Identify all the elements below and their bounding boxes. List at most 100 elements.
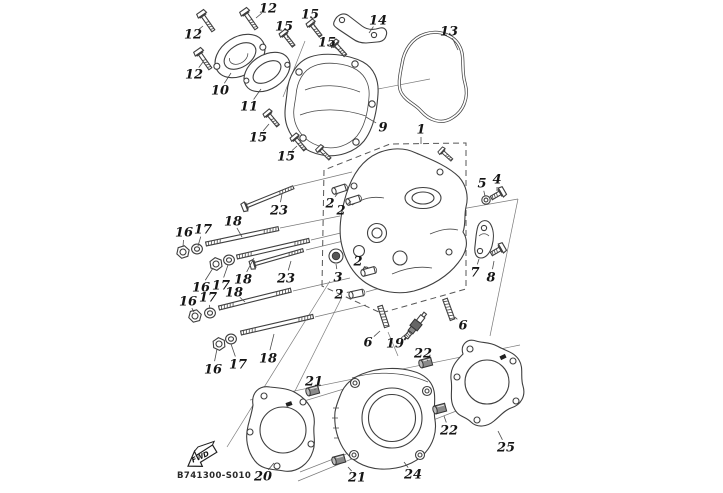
stud-6 — [377, 304, 390, 329]
callout-label-22-40: 22 — [413, 347, 432, 362]
leader-line-18 — [246, 257, 255, 273]
leader-line-8 — [492, 260, 495, 270]
callout-label-12-6: 12 — [185, 68, 203, 83]
leader-line-23 — [287, 260, 292, 271]
head-cover-gasket — [397, 30, 468, 123]
callout-label-23-23: 23 — [276, 272, 295, 287]
dowel-pin-2 — [330, 182, 349, 196]
leader-line-2 — [346, 200, 352, 205]
leader-line-7 — [476, 258, 480, 265]
leader-line-17 — [208, 304, 211, 310]
leader-line-6 — [454, 316, 458, 320]
leader-line-22 — [426, 359, 429, 362]
washer-17 — [225, 333, 237, 345]
callout-label-21-41: 21 — [304, 375, 323, 390]
callout-label-17-27: 17 — [199, 291, 217, 306]
callout-label-15-5: 15 — [318, 36, 336, 51]
leader-line-2 — [334, 192, 339, 198]
nut-16 — [187, 307, 203, 325]
leader-line-17 — [197, 236, 202, 247]
callout-label-11-9: 11 — [240, 100, 258, 115]
fwd-arrow: FWD — [187, 440, 218, 467]
leader-line-13 — [452, 38, 459, 51]
callout-label-16-34: 16 — [204, 363, 222, 378]
callout-label-18-22: 18 — [234, 273, 252, 288]
assembly-dashed-box — [321, 142, 467, 314]
leader-line-15 — [333, 46, 338, 50]
leader-line-21 — [347, 466, 352, 472]
leader-line-17 — [223, 264, 229, 278]
callout-label-22-42: 22 — [439, 424, 458, 439]
leader-line-19 — [400, 333, 407, 339]
leader-line-12 — [255, 12, 263, 19]
callout-label-8-33: 8 — [486, 271, 495, 286]
diagram-code: B741300-S010 — [177, 471, 251, 481]
callout-label-23-14: 23 — [269, 204, 288, 219]
leader-line-20 — [267, 462, 275, 471]
washer-17 — [223, 254, 235, 266]
cylinder-gasket-20 — [246, 386, 315, 472]
callout-label-18-36: 18 — [259, 352, 277, 367]
callout-label-12-3: 12 — [184, 28, 202, 43]
leader-line-17 — [230, 343, 236, 357]
gasket-fr-mark — [499, 353, 507, 361]
leader-line-9 — [365, 116, 377, 124]
callout-label-24-44: 24 — [403, 468, 422, 483]
leader-line-3 — [335, 263, 338, 270]
stud-6 — [442, 297, 456, 322]
leader-line-25 — [497, 430, 503, 441]
callout-label-10-8: 10 — [211, 84, 229, 99]
callout-label-19-38: 19 — [386, 337, 404, 352]
cylinder-head — [339, 148, 468, 294]
bolt-15 — [436, 145, 456, 164]
leader-line-5 — [483, 190, 486, 197]
bolt-12 — [238, 6, 261, 33]
callout-label-16-26: 16 — [179, 295, 197, 310]
leader-line-23 — [280, 193, 283, 203]
cylinder-head-cover — [284, 53, 379, 157]
bolt-4 — [488, 185, 508, 204]
callout-label-13-7: 13 — [440, 25, 458, 40]
oil-check-bolt-3 — [328, 248, 344, 264]
washer-17 — [204, 307, 216, 319]
leader-line-14 — [368, 26, 374, 34]
dowel-pin-2 — [347, 288, 366, 300]
stud-18 — [205, 226, 280, 247]
leader-line-18 — [236, 227, 243, 238]
leader-line-15 — [286, 33, 289, 39]
callout-label-25-46: 25 — [496, 441, 515, 456]
bolt-15 — [261, 107, 283, 130]
callout-label-21-43: 21 — [347, 471, 366, 486]
callout-label-15-1: 15 — [301, 8, 319, 23]
callout-label-15-13: 15 — [277, 150, 295, 165]
leader-line-6 — [373, 330, 381, 337]
callout-label-4-31: 4 — [492, 173, 501, 188]
nut-16 — [209, 256, 223, 272]
leader-line-11 — [253, 88, 262, 100]
callout-label-12-0: 12 — [259, 2, 277, 17]
callout-label-7-32: 7 — [470, 266, 479, 281]
leader-line-12 — [198, 61, 204, 68]
callout-label-16-17: 16 — [175, 226, 193, 241]
leader-line-18 — [269, 333, 275, 351]
callout-label-20-45: 20 — [253, 470, 272, 485]
callout-label-3-24: 3 — [333, 271, 342, 286]
callout-label-17-21: 17 — [212, 279, 230, 294]
head-gasket-25 — [450, 339, 525, 427]
callout-label-9-11: 9 — [378, 121, 387, 136]
callout-label-2-25: 2 — [352, 255, 362, 270]
leader-line-18 — [239, 297, 246, 303]
leader-line-16 — [191, 307, 195, 313]
washer-5 — [481, 195, 491, 205]
dowel-21 — [330, 453, 347, 466]
cylinder-24 — [332, 367, 437, 470]
leader-line-10 — [224, 72, 232, 84]
callout-label-17-35: 17 — [229, 358, 247, 373]
nut-16 — [212, 336, 226, 352]
stay-bracket-7 — [474, 220, 494, 259]
breather-gasket — [243, 51, 291, 93]
leader-line-16 — [204, 267, 214, 281]
callout-label-15-10: 15 — [249, 131, 267, 146]
